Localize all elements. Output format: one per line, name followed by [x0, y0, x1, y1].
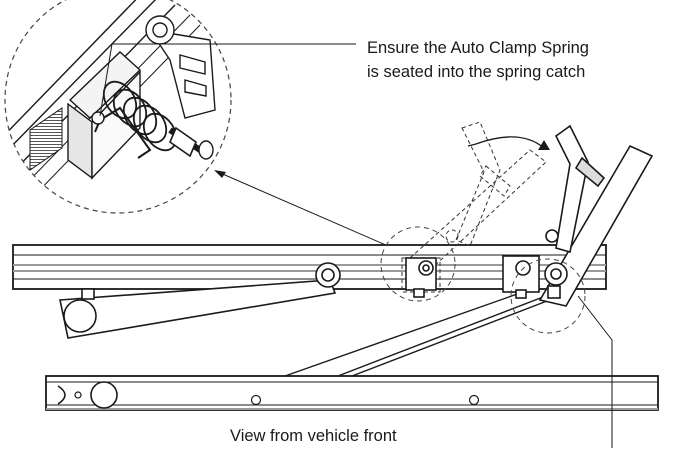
clamp-lever-closed — [502, 124, 654, 307]
callout-leader — [99, 43, 356, 117]
spring-location-circle — [510, 258, 586, 334]
motion-arrow — [467, 136, 550, 150]
right-leader — [577, 295, 613, 448]
rail-bolt — [315, 262, 341, 288]
detail-zoom-view — [4, 0, 232, 214]
callout-text-line-2: is seated into the spring catch — [367, 63, 586, 81]
clamp-bracket-left — [405, 257, 437, 298]
callout-text-line-1: Ensure the Auto Clamp Spring — [367, 39, 589, 57]
detail-marker-circle — [380, 226, 456, 302]
left-swing-arm — [59, 279, 337, 339]
diagonal-struts — [284, 285, 561, 377]
figure-caption: View from vehicle front — [230, 427, 397, 445]
bottom-rail — [45, 375, 659, 411]
detail-pointer-arrow — [214, 170, 389, 247]
